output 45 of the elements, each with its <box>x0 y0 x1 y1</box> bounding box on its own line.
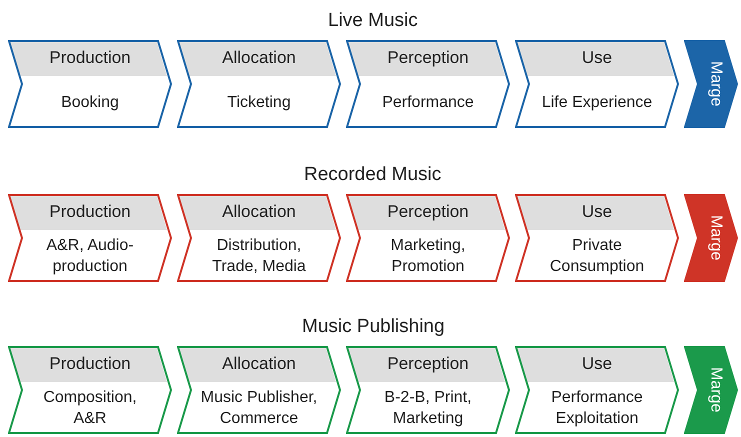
stage-heading: Perception <box>387 48 469 67</box>
stage-panel <box>177 346 341 434</box>
activity-text: A&R, Audio-production <box>45 236 135 277</box>
margin-label: Marge <box>706 61 724 107</box>
stage-heading: Allocation <box>222 48 296 67</box>
row-title: Recorded Music <box>304 164 442 186</box>
activity-text: Distribution, Trade, Media <box>211 236 307 277</box>
stage-heading: Allocation <box>222 354 296 373</box>
activity-text: Private Consumption <box>548 236 646 277</box>
stage-heading: Production <box>49 202 131 221</box>
activity-text: Ticketing <box>227 92 291 112</box>
margin-label: Marge <box>706 367 724 413</box>
stage-panel <box>515 40 679 128</box>
stage-heading: Production <box>49 354 131 373</box>
stage-heading: Production <box>49 48 131 67</box>
stage-panel <box>8 40 172 128</box>
row-title: Live Music <box>328 10 418 32</box>
stage-heading: Use <box>582 48 612 67</box>
activity-text: B-2-B, Print, Marketing <box>383 388 473 429</box>
row-title: Music Publishing <box>302 316 445 338</box>
activity-text: Life Experience <box>542 92 652 112</box>
margin-chevron <box>684 194 738 282</box>
stage-panel <box>515 194 679 282</box>
stage-panel <box>346 346 510 434</box>
activity-text: Music Publisher, Commerce <box>200 388 318 429</box>
stage-panel <box>8 194 172 282</box>
activity-text: Booking <box>61 92 119 112</box>
stage-panel <box>346 40 510 128</box>
margin-chevron <box>684 40 738 128</box>
stage-heading: Allocation <box>222 202 296 221</box>
activity-text: Composition, A&R <box>42 388 138 429</box>
activity-text: Performance Exploitation <box>550 388 644 429</box>
activity-text: Marketing, Promotion <box>390 236 466 277</box>
activity-text: Performance <box>382 92 474 112</box>
margin-chevron <box>684 346 738 434</box>
stage-heading: Perception <box>387 202 469 221</box>
stage-panel <box>515 346 679 434</box>
stage-panel <box>8 346 172 434</box>
stage-panel <box>346 194 510 282</box>
margin-label: Marge <box>706 215 724 261</box>
stage-heading: Use <box>582 354 612 373</box>
stage-heading: Perception <box>387 354 469 373</box>
stage-panel <box>177 194 341 282</box>
stage-heading: Use <box>582 202 612 221</box>
stage-panel <box>177 40 341 128</box>
